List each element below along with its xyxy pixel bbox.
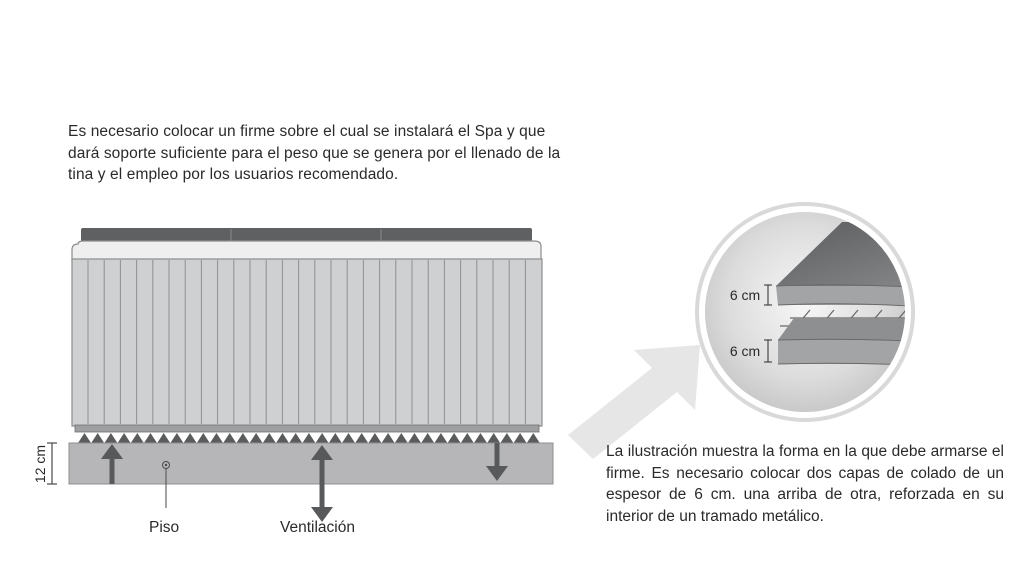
detail-circle: 6 cm 6 cm [695,202,915,422]
support-foot [526,433,540,443]
spa-skirt-panel [71,258,543,427]
support-foot [434,433,448,443]
bottom-layer-thickness: 6 cm [730,343,760,359]
support-foot [342,433,355,443]
support-foot [421,433,435,443]
support-foot [355,433,369,443]
support-foot [210,433,223,443]
support-foot [381,433,395,443]
top-layer-surface [776,222,905,286]
spa-illustration [71,228,543,443]
support-foot [408,433,421,443]
support-foot [130,433,144,443]
support-foot [289,433,303,443]
support-foot [196,433,210,443]
vent-arrow-double [311,445,333,522]
floor-marker [162,461,170,508]
support-foot [474,433,487,443]
support-foot [249,433,263,443]
support-foot [183,433,197,443]
thickness-bracket [47,442,57,485]
support-foot [460,433,474,443]
support-foot [447,433,461,443]
spa-cover [81,228,532,242]
support-foot [170,433,184,443]
support-foot [104,433,118,443]
support-foot [315,433,329,443]
bottom-layer-front [778,340,905,364]
spa-rim [71,240,542,263]
support-foot [91,433,105,443]
support-foot [144,433,157,443]
support-foot [262,433,276,443]
support-foot [487,433,501,443]
support-foot [302,433,316,443]
top-layer-thickness: 6 cm [730,287,760,303]
intro-paragraph: Es necesario colocar un firme sobre el c… [68,123,561,183]
top-layer-front [776,286,905,305]
caption-paragraph: La ilustración muestra la forma en la qu… [606,443,1004,525]
vent-arrow-down-right [486,443,508,481]
spa-base [74,424,540,433]
pointer-arrow [568,345,700,459]
support-foot [368,433,382,443]
slab-thickness-label: 12 cm [32,445,48,483]
ventilation-label: Ventilación [280,519,355,536]
support-foot [276,433,289,443]
support-foot [328,433,342,443]
bottom-layer-surface [778,318,905,340]
vent-arrow-up-left [101,444,123,484]
support-foot [513,433,527,443]
support-foot [394,433,408,443]
support-foot [78,433,91,443]
support-foot [236,433,250,443]
support-foot [157,433,171,443]
floor-label: Piso [149,519,180,536]
support-foot [117,433,131,443]
support-foot [223,433,237,443]
support-foot [500,433,514,443]
concrete-slab [68,442,554,485]
